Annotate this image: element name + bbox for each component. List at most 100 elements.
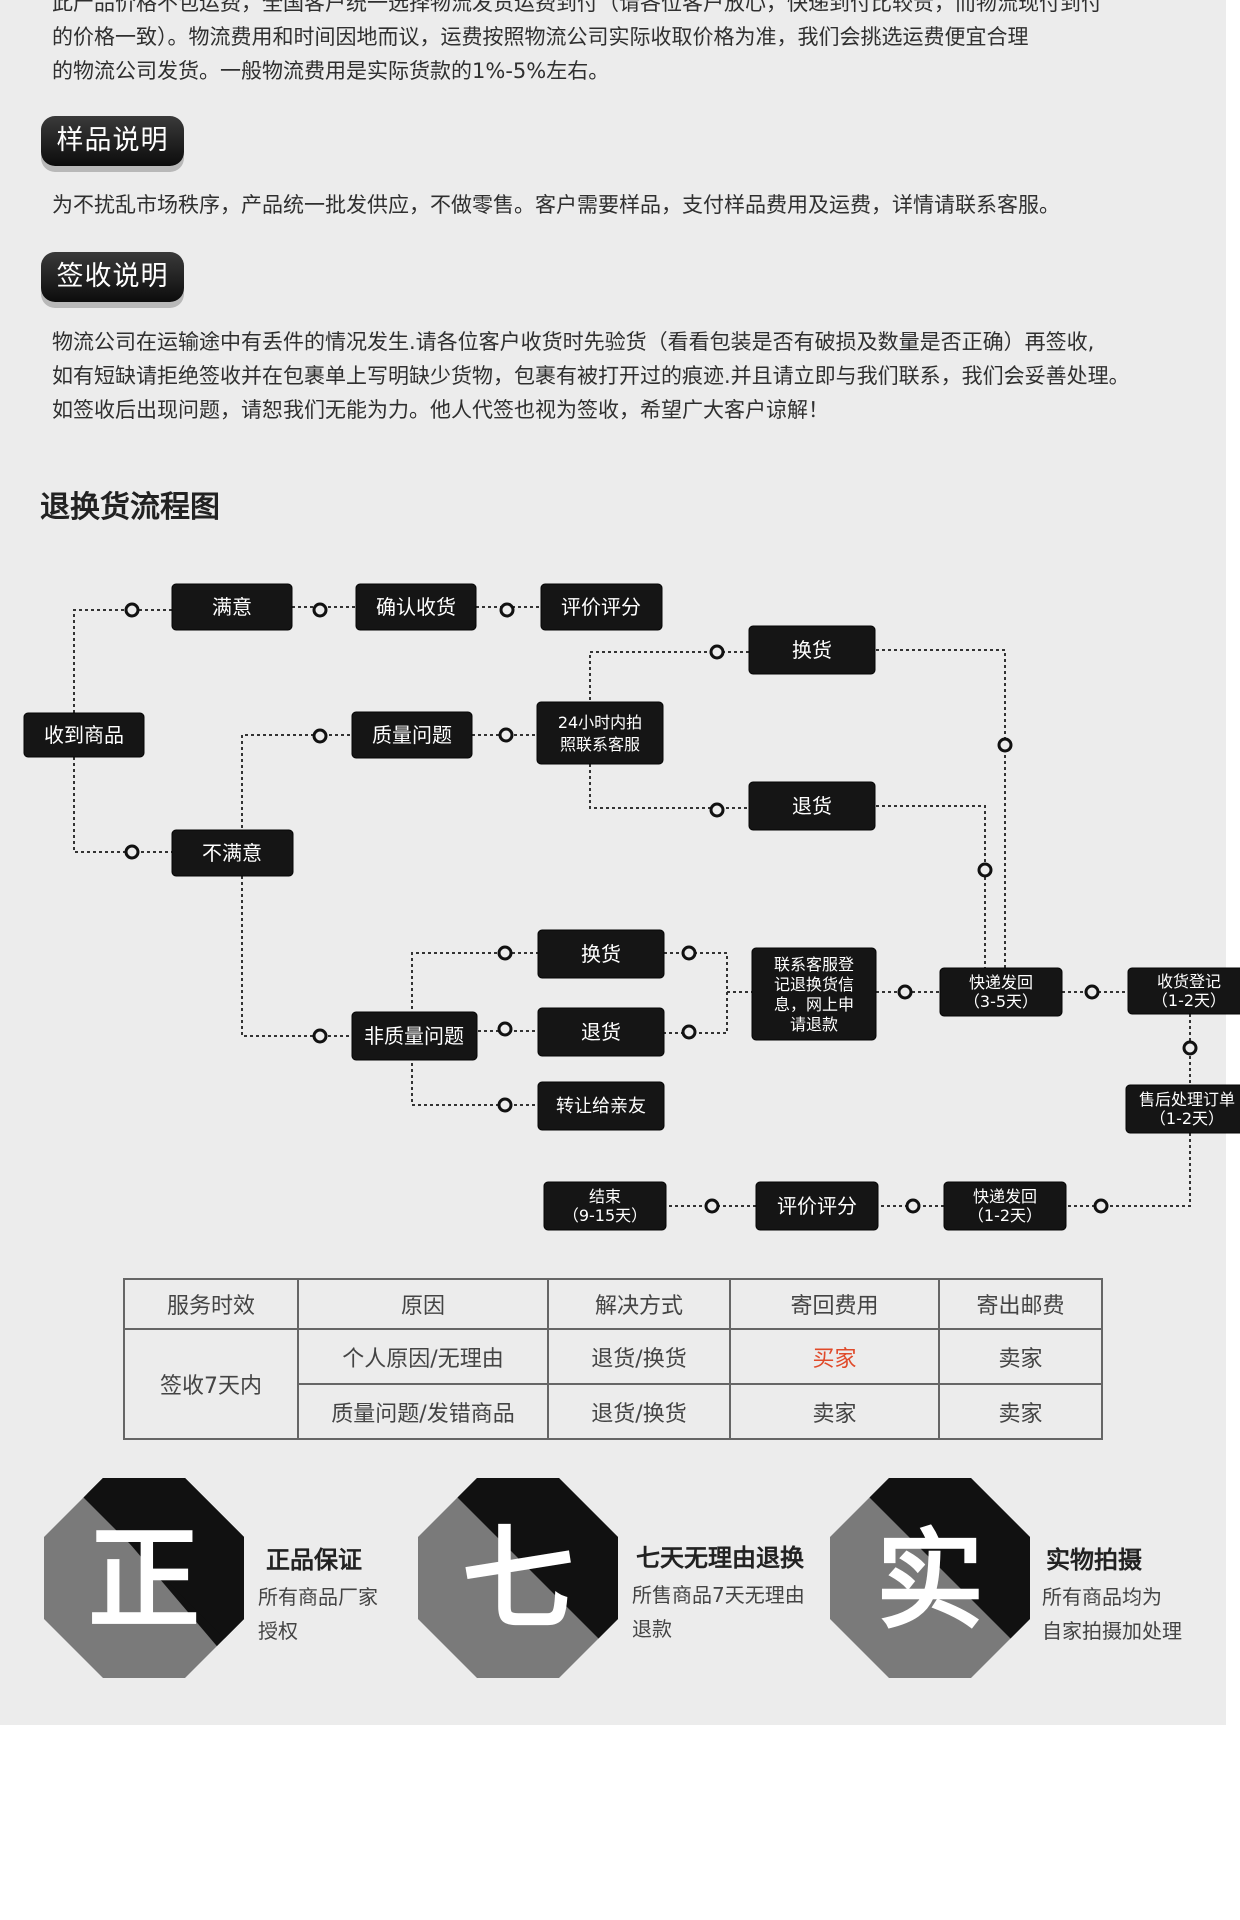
intro-line-2: 的价格一致）。物流费用和时间因地而议，运费按照物流公司实际收取价格为准，我们会挑… [52,25,1029,49]
signoff-section-title: 签收说明 [41,252,184,302]
node-received: 收到商品 [23,712,145,758]
cell-reason: 个人原因/无理由 [297,1328,549,1385]
cell-ship-fee: 卖家 [938,1383,1103,1440]
node-end-line2: （9-15天） [563,1206,647,1225]
node-aftersale-line2: （1-2天） [1150,1109,1224,1128]
real-photo-text-line2: 自家拍摄加处理 [1042,1619,1182,1643]
authentic-text-line2: 授权 [258,1619,298,1643]
node-non-quality-label: 非质量问题 [364,1024,464,1048]
node-aftersale-line1: 售后处理订单 [1139,1090,1235,1109]
node-return-2: 退货 [537,1007,665,1057]
table-row: 签收7天内 个人原因/无理由 退货/换货 买家 卖家 [123,1328,1103,1440]
cell-method: 退货/换货 [547,1383,731,1440]
signoff-section-text: 物流公司在运输途中有丢件的情况发生.请各位客户收货时先验货（看看包装是否有破损及… [52,325,1222,427]
conn-received-satisfied [73,609,172,713]
header-period: 服务时效 [123,1278,299,1330]
conn-unsatisfied-nonquality [241,876,352,1037]
node-return-1: 退货 [748,781,876,831]
service-policy-table: 服务时效 原因 解决方式 寄回费用 寄出邮费 签收7天内 个人原因/无理由 退货… [123,1278,1103,1440]
signoff-line-2: 如有短缺请拒绝签收并在包裹单上写明缺少货物，包裹有被打开过的痕迹.并且请立即与我… [52,364,1130,388]
real-photo-badge-char: 实 [876,1519,984,1644]
table-header-row: 服务时效 原因 解决方式 寄回费用 寄出邮费 [123,1278,1103,1330]
flow-connector-dots [124,602,1198,1214]
node-rate-2: 评价评分 [755,1181,879,1231]
seven-day-badge-char: 七 [462,1515,574,1645]
node-contact-cs-line3: 息，网上申 [774,995,854,1014]
node-exchange-1: 换货 [748,625,876,675]
conn-exch-ret-cs [664,952,728,1034]
header-ship-fee: 寄出邮费 [938,1278,1103,1330]
header-reason: 原因 [297,1278,549,1330]
authentic-badge-icon: 正 [44,1478,244,1678]
authentic-title: 正品保证 [266,1546,362,1574]
cell-return-fee-buyer: 买家 [729,1328,940,1385]
node-exchange-2: 换货 [537,929,665,979]
node-end: 结束 （9-15天） [543,1181,667,1231]
node-confirm-label: 确认收货 [376,595,456,619]
signoff-line-3: 如签收后出现问题，请恕我们无能为力。他人代签也视为签收，希望广大客户谅解！ [52,398,829,422]
flow-title: 退换货流程图 [40,490,220,525]
node-register: 收货登记 （1-2天） [1127,967,1240,1015]
return-flow-diagram: 收到商品 满意 确认收货 评价评分 不满意 质量问题 24小时内拍 照联系客服 … [23,583,1240,1231]
node-register-line1: 收货登记 [1157,972,1221,991]
node-register-line2: （1-2天） [1152,991,1226,1010]
real-photo-text-line1: 所有商品均为 [1042,1585,1162,1609]
node-transfer-label: 转让给亲友 [556,1096,646,1117]
node-satisfied: 满意 [171,583,293,631]
node-transfer: 转让给亲友 [537,1081,665,1131]
node-ship-back-line1: 快递发回 [969,973,1033,992]
intro-line-1: 此产品价格不包运费，全国客户统一选择物流发货运费到付（请各位客户放心，快递到付比… [52,0,1102,15]
cell-ship-fee: 卖家 [938,1328,1103,1385]
conn-exchange1-ship [876,649,1006,968]
conn-unsatisfied-quality [241,734,352,828]
node-received-label: 收到商品 [44,723,124,747]
real-photo-badge-icon: 实 [830,1478,1030,1678]
node-quality: 质量问题 [351,711,473,759]
node-unsatisfied: 不满意 [171,829,294,877]
node-ship-out: 快递发回 （1-2天） [943,1181,1067,1231]
node-unsatisfied-label: 不满意 [202,841,262,865]
node-ship-out-line2: （1-2天） [968,1206,1042,1225]
node-exchange-1-label: 换货 [792,638,832,662]
node-satisfied-label: 满意 [212,595,252,619]
node-end-line1: 结束 [589,1187,621,1206]
node-contact-24h-line2: 照联系客服 [560,735,640,754]
authentic-text-line1: 所有商品厂家 [258,1585,378,1609]
intro-line-3: 的物流公司发货。一般物流费用是实际货款的1%-5%左右。 [52,59,610,83]
conn-return1-ship [876,805,986,968]
cell-return-fee: 卖家 [729,1383,940,1440]
conn-contact-return [589,758,749,809]
node-return-1-label: 退货 [792,794,832,818]
seven-day-text: 所售商品7天无理由 退款 [632,1578,832,1646]
node-aftersale: 售后处理订单 （1-2天） [1125,1084,1240,1134]
cell-period: 签收7天内 [123,1328,299,1440]
shipping-intro: 此产品价格不包运费，全国客户统一选择物流发货运费到付（请各位客户放心，快递到付比… [52,0,1202,88]
node-ship-out-line1: 快递发回 [973,1187,1037,1206]
node-ship-back-line2: （3-5天） [964,992,1038,1011]
node-contact-cs-line2: 记退换货信 [774,975,854,994]
node-return-2-label: 退货 [581,1020,621,1044]
node-contact-24h: 24小时内拍 照联系客服 [536,701,664,765]
node-ship-back: 快递发回 （3-5天） [939,967,1063,1017]
conn-received-unsatisfied [73,757,172,853]
node-contact-cs-line4: 请退款 [790,1015,838,1034]
node-exchange-2-label: 换货 [581,942,621,966]
seven-day-title: 七天无理由退换 [636,1544,804,1572]
node-non-quality: 非质量问题 [351,1011,478,1061]
sample-section-text: 为不扰乱市场秩序，产品统一批发供应，不做零售。客户需要样品，支付样品费用及运费，… [52,188,1222,222]
seven-day-text-line2: 退款 [632,1617,672,1641]
node-contact-cs-line1: 联系客服登 [774,955,854,974]
signoff-line-1: 物流公司在运输途中有丢件的情况发生.请各位客户收货时先验货（看看包装是否有破损及… [52,330,1095,354]
real-photo-title: 实物拍摄 [1046,1546,1142,1574]
node-confirm: 确认收货 [355,583,477,631]
real-photo-text: 所有商品均为 自家拍摄加处理 [1042,1580,1222,1648]
table-row: 质量问题/发错商品 退货/换货 卖家 卖家 [124,1383,1103,1440]
conn-nonquality-exchange [411,952,538,1033]
seven-day-badge-icon: 七 [418,1478,618,1678]
sample-section-title: 样品说明 [41,116,184,166]
cell-reason: 质量问题/发错商品 [297,1383,549,1440]
sample-text: 为不扰乱市场秩序，产品统一批发供应，不做零售。客户需要样品，支付样品费用及运费，… [52,193,1060,217]
authentic-badge-char: 正 [88,1515,200,1645]
node-rate-2-label: 评价评分 [777,1194,857,1218]
conn-aftersale-shipout [1066,1133,1191,1207]
